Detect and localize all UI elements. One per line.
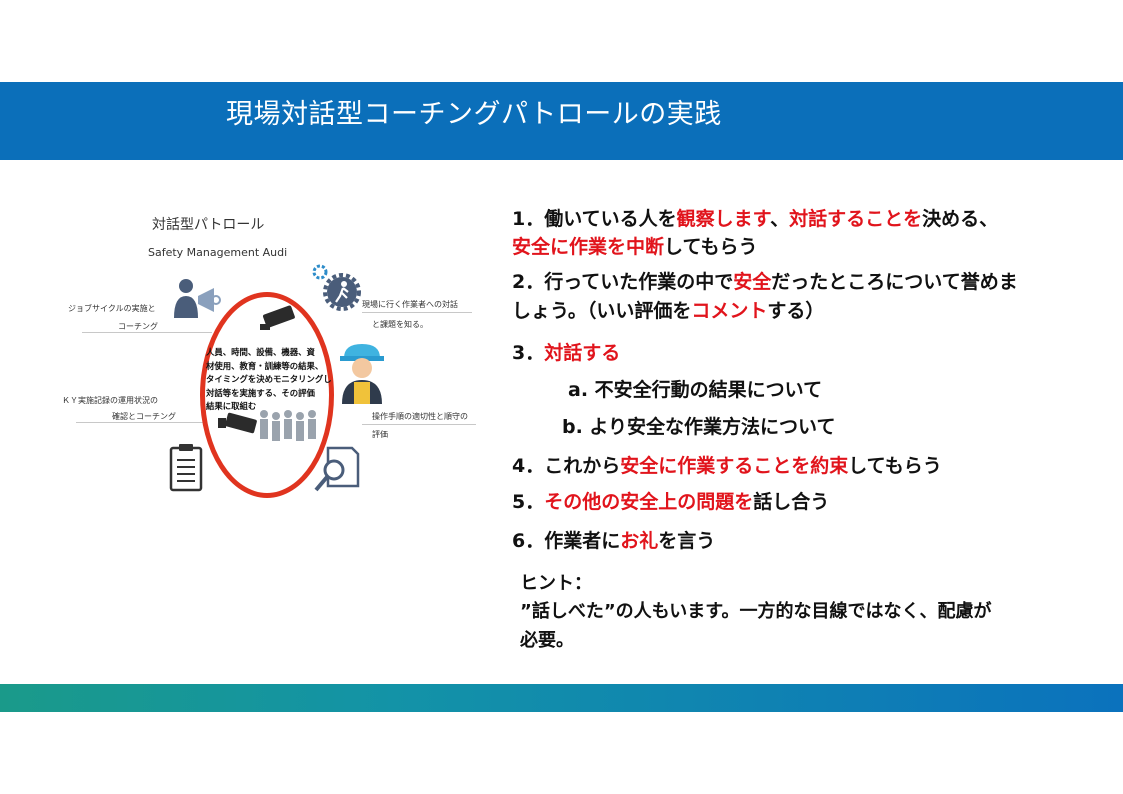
label-jobcycle-2: コーチング xyxy=(118,322,158,331)
divider-left-top xyxy=(82,332,212,333)
highlight: お礼 xyxy=(620,530,659,552)
text: してもらう xyxy=(848,455,942,477)
gear-walker-icon xyxy=(312,264,361,311)
step-1-line-1: 1．働いている人を観察します、対話することを決める、 xyxy=(512,204,998,231)
divider-right-bottom xyxy=(362,424,476,425)
label-procedure-1: 操作手順の適切性と順守の xyxy=(372,412,468,421)
patrol-diagram: 対話型パトロール Safety Management Audi ジョブサイクルの… xyxy=(62,200,492,500)
text: してもらう xyxy=(664,236,758,258)
header-bar xyxy=(0,82,1123,160)
label-ky-2: 確認とコーチング xyxy=(112,412,176,421)
text: 、 xyxy=(770,208,790,230)
center-text: 人員、時間、設備、機器、資 材使用、教育・訓練等の結果、 タイミングを決めモニタ… xyxy=(206,346,338,414)
step-3b: b. より安全な作業方法について xyxy=(562,416,836,438)
hint-label: ヒント： xyxy=(520,573,592,594)
step-1-line-2: 安全に作業を中断してもらう xyxy=(512,232,758,259)
diagram-subtitle: Safety Management Audi xyxy=(148,246,288,259)
highlight: コメント xyxy=(691,300,768,322)
highlight: 対話する xyxy=(544,342,621,364)
footer-bar xyxy=(0,684,1123,712)
red-ring xyxy=(200,292,334,498)
helmet-worker-icon xyxy=(340,344,384,404)
text: しょう。（いい評価を xyxy=(512,300,692,322)
step-6: 6．作業者にお礼を言う xyxy=(512,526,715,553)
hint-line-1: ”話しべた”の人もいます。一方的な目線ではなく、配慮が xyxy=(520,601,992,622)
page-title: 現場対話型コーチングパトロールの実践 xyxy=(226,99,722,130)
step-2-line-1: 2．行っていた作業の中で安全だったところについて誉めま xyxy=(512,267,1018,294)
text: 6．作業者に xyxy=(512,530,621,552)
label-field-2: と課題を知る。 xyxy=(372,320,428,329)
label-ky-1: ＫＹ実施記録の運用状況の xyxy=(62,396,158,405)
label-jobcycle-1: ジョブサイクルの実施と xyxy=(68,304,156,313)
divider-right-top xyxy=(362,312,472,313)
step-3: 3．対話する xyxy=(512,338,620,365)
text: 4．これから xyxy=(512,455,621,477)
divider-left-bottom xyxy=(76,422,206,423)
highlight: 安全 xyxy=(733,271,772,293)
megaphone-person-icon xyxy=(174,279,221,318)
center-line: 人員、時間、設備、機器、資 xyxy=(206,347,315,357)
text: 2．行っていた作業の中で xyxy=(512,271,734,293)
camera-icon xyxy=(260,305,295,330)
clipboard-icon xyxy=(169,444,203,492)
step-3a: a. 不安全行動の結果について xyxy=(568,379,823,401)
label-procedure-2: 評価 xyxy=(372,430,388,439)
diagram-title: 対話型パトロール xyxy=(152,217,265,233)
center-line: 材使用、教育・訓練等の結果、 xyxy=(206,360,324,371)
text: 決める、 xyxy=(922,208,999,230)
text: 話し合う xyxy=(753,491,830,513)
highlight: 対話することを xyxy=(789,208,923,230)
hint-line-2: 必要。 xyxy=(520,630,574,651)
text: 5． xyxy=(512,491,545,513)
text: する） xyxy=(767,300,825,322)
text: だったところについて誉めま xyxy=(771,271,1018,293)
label-field-1: 現場に行く作業者への対話 xyxy=(362,300,458,309)
step-2-line-2: しょう。（いい評価をコメントする） xyxy=(512,296,824,323)
step-5: 5．その他の安全上の問題を話し合う xyxy=(512,487,829,514)
text: を言う xyxy=(658,530,716,552)
crowd-icon xyxy=(260,410,316,441)
center-line: 結果に取組む xyxy=(206,401,257,412)
highlight: 安全に作業を中断 xyxy=(512,236,665,258)
center-line: タイミングを決めモニタリングし xyxy=(206,374,332,385)
highlight: 安全に作業することを約束 xyxy=(620,455,849,477)
magnifier-document-icon xyxy=(314,446,360,492)
highlight: その他の安全上の問題を xyxy=(544,491,754,513)
text: 1．働いている人を xyxy=(512,208,677,230)
highlight: 観察します xyxy=(676,208,771,230)
step-4: 4．これから安全に作業することを約束してもらう xyxy=(512,451,942,478)
center-line: 対話等を実施する、その評価 xyxy=(206,387,315,398)
camera-icon xyxy=(218,412,257,434)
text: 3． xyxy=(512,342,545,364)
